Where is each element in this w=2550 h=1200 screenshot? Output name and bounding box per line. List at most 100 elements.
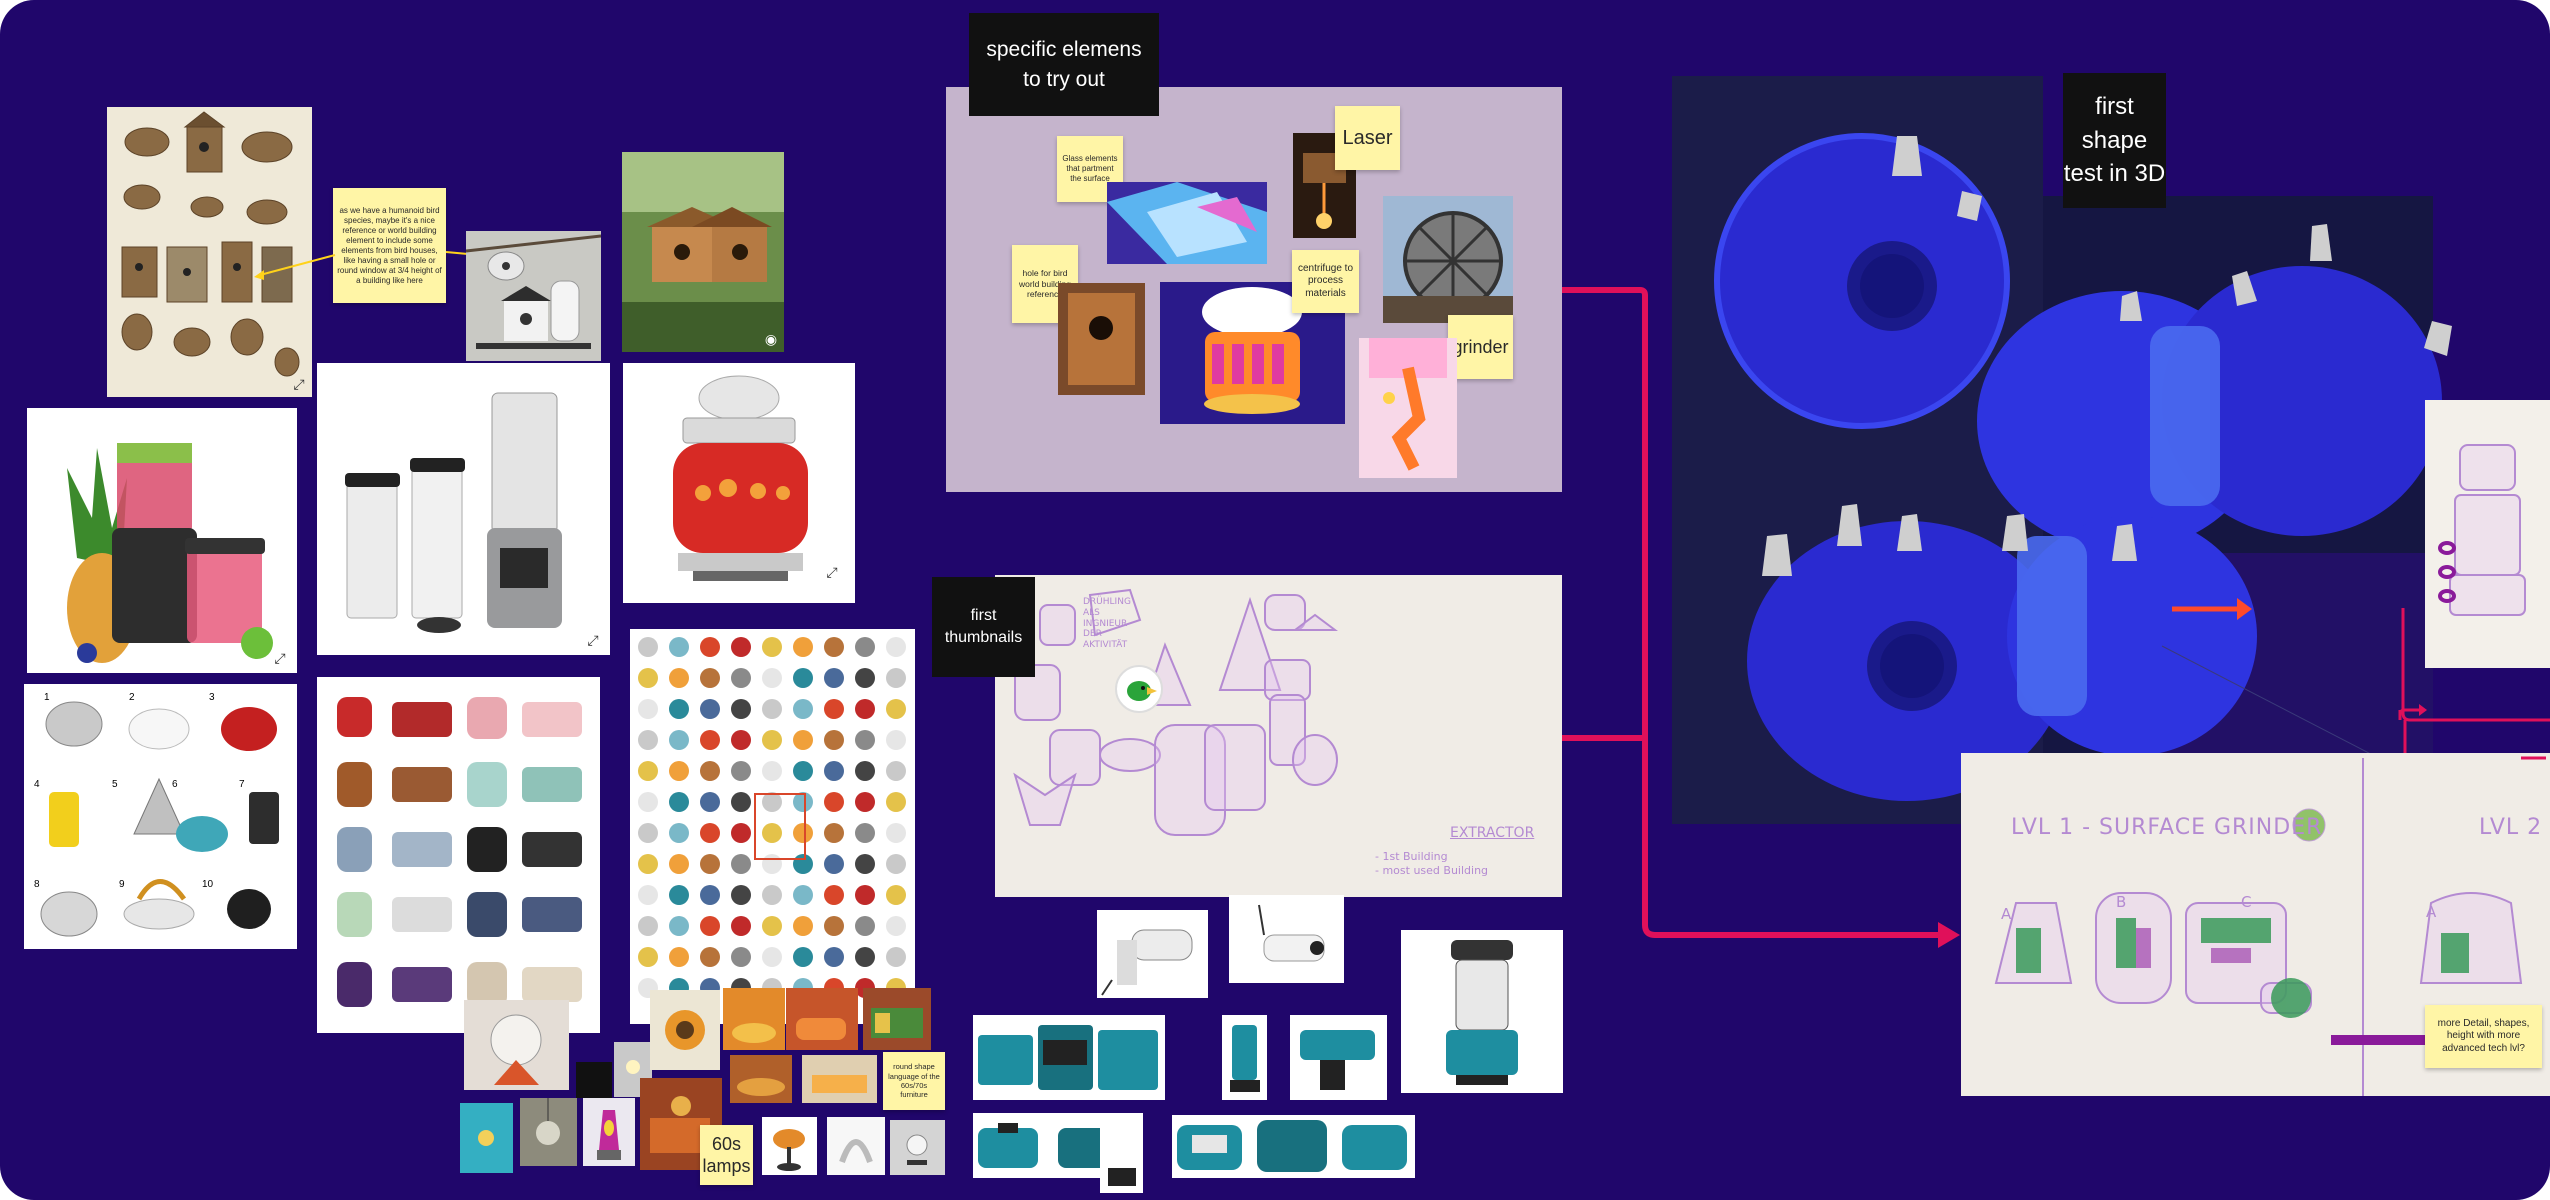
teal-photo-image[interactable] <box>460 1103 513 1173</box>
kitchen-object-thumb <box>855 885 875 905</box>
orange-room-image[interactable] <box>723 988 785 1050</box>
retro-interior-image[interactable] <box>863 988 931 1050</box>
glass-prism-graphic <box>1107 182 1267 264</box>
connector-lines <box>1562 287 1960 948</box>
work-lantern-image[interactable] <box>1401 930 1563 1093</box>
kitchen-object-thumb <box>793 823 813 843</box>
birdhouse-illustration-image[interactable]: ⤢ <box>107 107 312 397</box>
round-lamp-graphic <box>464 1000 569 1090</box>
more-detail-sticky[interactable]: more Detail, shapes, height with more ad… <box>2425 1005 2542 1068</box>
kettles-image[interactable]: 1 2 3 4 5 6 7 8 9 10 <box>24 684 297 949</box>
grinder-text: grinder <box>1452 336 1509 357</box>
variant-a-label: A <box>2001 905 2012 923</box>
60s-lamps-sticky[interactable]: 60s lamps <box>700 1125 753 1185</box>
expand-icon[interactable]: ⤢ <box>587 632 599 648</box>
nail-gun-image[interactable] <box>1290 1015 1387 1100</box>
specific-elements-text: specific elemens to try out <box>986 38 1142 91</box>
orb-lamp-graphic <box>890 1120 945 1175</box>
kettle-number: 5 <box>112 779 118 790</box>
kitchen-object-thumb <box>638 947 658 967</box>
coffee-maker-tool-image[interactable] <box>973 1015 1165 1100</box>
kitchen-object-thumb <box>731 668 751 688</box>
lvl1-title: LVL 1 - SURFACE GRINDER <box>2011 815 2323 840</box>
expand-icon[interactable]: ⤢ <box>293 376 305 392</box>
bird-feeder-image[interactable] <box>466 231 601 361</box>
security-camera-image[interactable] <box>1097 910 1208 998</box>
birdhouse-connector-arrows <box>254 249 474 280</box>
kitchen-object-thumb <box>855 916 875 936</box>
lvl-surface-grinder-board[interactable]: LVL 1 - SURFACE GRINDER LVL 2 A B C A <box>1961 753 2550 1096</box>
grinder-sticky[interactable]: grinder <box>1448 315 1513 379</box>
expand-icon[interactable]: ⤢ <box>274 650 286 666</box>
first-thumbnails-board[interactable]: DRÜHLING ALS INGNIEUR DER AKTIVITÄT EXTR… <box>995 575 1562 897</box>
blender-fruit-graphic <box>27 408 297 673</box>
battery-image[interactable] <box>1100 1113 1143 1193</box>
glass-elements-sticky[interactable]: Glass elements that partment the surface <box>1057 136 1123 202</box>
lvl2-title: LVL 2 <box>2479 815 2543 840</box>
kitchen-object-thumb <box>793 637 813 657</box>
kitchen-object-thumb <box>824 823 844 843</box>
birdhouse-hole-image[interactable] <box>1058 283 1145 395</box>
wooden-birdhouse-image[interactable]: ◉ <box>622 152 784 352</box>
mushroom-lamp-image[interactable] <box>762 1117 817 1175</box>
wifi-camera-image[interactable] <box>1229 895 1344 983</box>
robot-sketch-card[interactable] <box>2425 400 2550 668</box>
first-thumbnails-label[interactable]: first thumbnails <box>932 577 1035 677</box>
kitchen-object-thumb <box>638 854 658 874</box>
round-lamp-image[interactable] <box>464 1000 569 1090</box>
kitchen-object-thumb <box>731 637 751 657</box>
retro-bedroom-image[interactable] <box>802 1055 877 1103</box>
specific-elements-label[interactable]: specific elemens to try out <box>969 13 1159 116</box>
laser-sticky[interactable]: Laser <box>1335 106 1400 170</box>
robot-sketch-graphic <box>2438 444 2526 616</box>
extractor-label: EXTRACTOR <box>1450 825 1535 841</box>
vacuum-tools-image[interactable] <box>1172 1115 1415 1178</box>
lvl-grinder-sketches-graphic <box>1994 756 2546 1096</box>
retro-lounge-image[interactable] <box>730 1055 792 1103</box>
orange-interior-image[interactable] <box>786 988 858 1050</box>
birdhouse-note-sticky[interactable]: as we have a humanoid bird species, mayb… <box>333 188 446 303</box>
round-shape-sticky[interactable]: round shape language of the 60s/70s furn… <box>883 1052 945 1110</box>
teal-photo-graphic <box>460 1103 513 1173</box>
kitchen-object-thumb <box>793 885 813 905</box>
kettles-graphic <box>24 684 297 949</box>
kitchen-object-thumb <box>855 792 875 812</box>
red-juicer-image[interactable]: ⤢ <box>623 363 855 603</box>
first-shape-3d-label[interactable]: first shape test in 3D <box>2063 73 2166 208</box>
kitchen-object-thumb <box>824 699 844 719</box>
orb-lamp-image[interactable] <box>890 1120 945 1175</box>
mushroom-lamp-graphic <box>762 1117 817 1175</box>
blender-fruit-image[interactable]: ⤢ <box>27 408 297 673</box>
grinder-art-image[interactable] <box>1359 338 1457 478</box>
lava-lamp-image[interactable] <box>583 1098 635 1166</box>
kitchen-object-thumb <box>669 947 689 967</box>
grinder-machine-image[interactable] <box>1383 196 1513 323</box>
glass-prism-image[interactable] <box>1107 182 1267 264</box>
expand-icon[interactable]: ◉ <box>764 331 778 347</box>
kitchen-object-thumb <box>824 792 844 812</box>
kitchen-object-thumb <box>886 823 906 843</box>
kitchen-objects-graphic <box>630 629 915 1024</box>
kitchen-objects-image[interactable] <box>630 629 915 1024</box>
centrifuge-sticky[interactable]: centrifuge to process materials <box>1292 250 1359 313</box>
kitchen-object-thumb <box>886 699 906 719</box>
expand-icon[interactable]: ⤢ <box>826 564 838 580</box>
toasters-kettles-image[interactable] <box>317 677 600 1033</box>
grinder-machine-graphic <box>1383 196 1513 323</box>
kitchen-object-thumb <box>762 668 782 688</box>
kitchen-object-thumb <box>824 668 844 688</box>
kitchen-object-thumb <box>855 668 875 688</box>
orange-chair-image[interactable] <box>650 990 720 1070</box>
orange-room-graphic <box>723 988 785 1050</box>
kitchen-object-thumb <box>824 730 844 750</box>
kitchen-object-thumb <box>793 761 813 781</box>
hanging-lamp-image[interactable] <box>520 1098 577 1166</box>
kitchen-object-thumb <box>731 947 751 967</box>
sculpture-lamp-image[interactable] <box>827 1117 885 1175</box>
blower-tool-image[interactable] <box>1222 1015 1267 1100</box>
kitchen-object-thumb <box>824 637 844 657</box>
blender-set-image[interactable]: ⤢ <box>317 363 610 655</box>
mini-photo-black[interactable] <box>576 1062 612 1098</box>
kitchen-object-thumb <box>886 854 906 874</box>
